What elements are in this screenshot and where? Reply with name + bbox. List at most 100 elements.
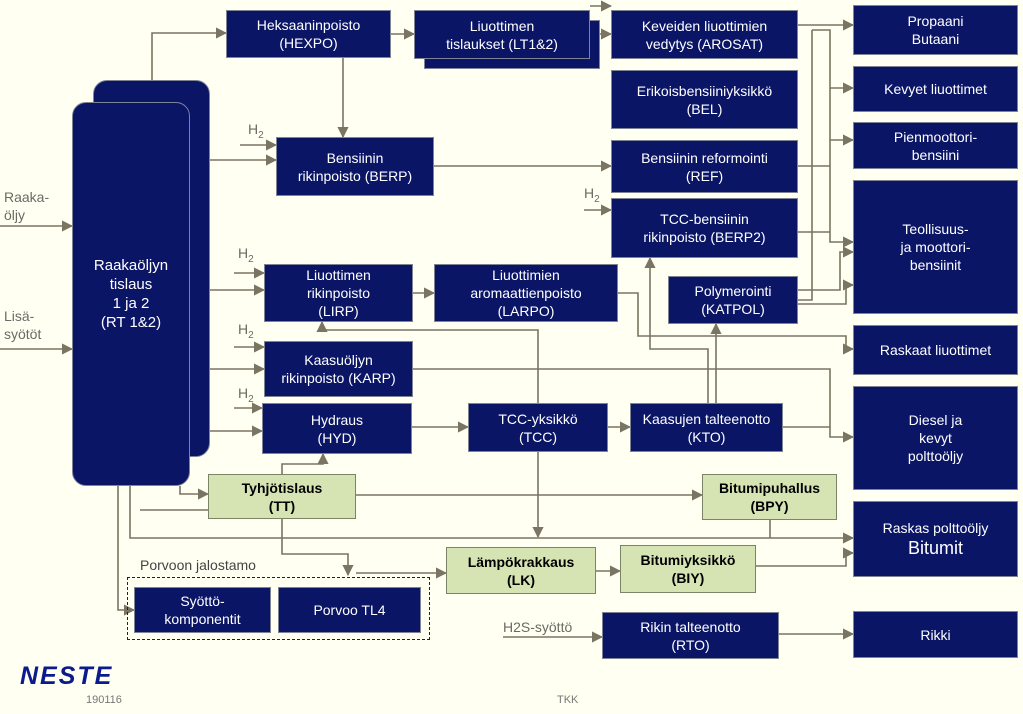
unit-line: (REF)	[685, 167, 724, 184]
unit-line: (LARPO)	[497, 303, 555, 319]
unit-lt[interactable]: Liuottimen tislaukset (LT1&2)	[414, 10, 590, 59]
unit-ref[interactable]: Bensiinin reformointi (REF)	[611, 140, 798, 193]
input-lisasyotot-line: Lisä-	[4, 308, 35, 324]
unit-line: tislaukset (LT1&2)	[446, 35, 558, 52]
h2-subscript: 2	[248, 329, 254, 341]
input-lisasyotot: Lisä- syötöt	[4, 307, 41, 343]
product-line: bensiini	[911, 146, 960, 163]
tower-line: Raakaöljyn	[93, 257, 169, 274]
h2-subscript: 2	[248, 253, 254, 265]
unit-tcc[interactable]: TCC-yksikkö (TCC)	[468, 403, 608, 452]
input-raakaoljy: Raaka- öljy	[4, 188, 49, 224]
unit-line: TCC-bensiinin	[660, 211, 749, 227]
unit-line: Tyhjötislaus	[241, 479, 323, 496]
tower-line: tislaus	[109, 276, 153, 293]
product-raskas[interactable]: Raskas polttoöljy Bitumit	[853, 501, 1018, 577]
unit-line: Rikin talteenotto	[640, 618, 741, 635]
unit-line: (TT)	[268, 497, 296, 514]
h2-text: H	[238, 385, 249, 401]
unit-tl4[interactable]: Porvoo TL4	[278, 587, 421, 633]
unit-rto[interactable]: Rikin talteenotto (RTO)	[602, 612, 779, 659]
h2s-label: H2S-syöttö	[503, 619, 573, 635]
h2-text: H	[248, 121, 259, 137]
product-teollisuus[interactable]: Teollisuus- ja moottori- bensiinit	[853, 180, 1018, 314]
h2-label-lirp: H2	[238, 245, 254, 265]
unit-line: (BEL)	[686, 100, 723, 117]
product-line: bensiinit	[909, 257, 962, 273]
unit-line: Bitumiyksikkö	[640, 552, 736, 568]
product-line: Teollisuus-	[902, 221, 969, 237]
unit-line: Lämpökrakkaus	[467, 553, 575, 570]
unit-lirp[interactable]: Liuottimen rikinpoisto (LIRP)	[264, 264, 413, 322]
unit-line: TCC-yksikkö	[498, 410, 578, 427]
product-line: Bitumit	[907, 538, 963, 558]
unit-bpy[interactable]: Bitumipuhallus (BPY)	[702, 474, 837, 520]
tower-line: 1 ja 2	[112, 295, 150, 312]
product-line: kevyt	[919, 430, 952, 446]
tower-crude-distillation[interactable]: Raakaöljyn tislaus 1 ja 2 (RT 1&2)	[72, 102, 190, 486]
product-line: polttoöljy	[907, 448, 964, 464]
input-raakaoljy-line: öljy	[4, 207, 26, 223]
product-line: Propaani	[907, 13, 964, 29]
unit-line: Bensiinin	[326, 149, 384, 166]
unit-line: Liuottimen	[469, 17, 535, 34]
unit-larpo[interactable]: Liuottimien aromaattienpoisto (LARPO)	[434, 264, 618, 322]
unit-line: Syöttö-	[180, 593, 225, 609]
unit-line: Heksaaninpoisto	[256, 17, 361, 33]
unit-biy[interactable]: Bitumiyksikkö (BIY)	[620, 545, 756, 593]
unit-hexpo[interactable]: Heksaaninpoisto (HEXPO)	[226, 10, 391, 58]
unit-line: (KTO)	[687, 428, 726, 445]
product-raskaat[interactable]: Raskaat liuottimet	[853, 325, 1018, 375]
porvoon-jalostamo-label: Porvoon jalostamo	[140, 557, 256, 573]
unit-line: Liuottimien	[492, 267, 560, 283]
unit-lk[interactable]: Lämpökrakkaus (LK)	[446, 547, 596, 594]
unit-line: (KATPOL)	[701, 301, 765, 317]
h2-text: H	[584, 185, 595, 201]
unit-bel[interactable]: Erikoisbensiiniyksikkö (BEL)	[611, 70, 798, 129]
porvoon-jalostamo-group	[127, 577, 430, 640]
unit-kto[interactable]: Kaasujen talteenotto (KTO)	[630, 403, 783, 452]
unit-line: Liuottimen	[306, 267, 371, 283]
product-propaani[interactable]: Propaani Butaani	[853, 5, 1018, 55]
unit-katpol[interactable]: Polymerointi (KATPOL)	[668, 276, 798, 324]
h2-label-karp: H2	[238, 321, 254, 341]
h2-label-berp: H2	[248, 121, 264, 141]
unit-tt[interactable]: Tyhjötislaus (TT)	[208, 474, 356, 519]
unit-line: rikinpoisto (BERP)	[297, 167, 413, 184]
product-line: Pienmoottori-	[893, 128, 978, 145]
unit-line: komponentit	[164, 611, 241, 627]
product-kevyet[interactable]: Kevyet liuottimet	[853, 66, 1018, 112]
unit-hyd[interactable]: Hydraus (HYD)	[262, 403, 412, 454]
neste-logo: NESTE	[20, 662, 114, 690]
unit-line: vedytys (AROSAT)	[645, 35, 764, 52]
product-line: Raskas polttoöljy	[882, 520, 989, 536]
unit-line: Keveiden liuottimien	[641, 17, 768, 34]
h2-subscript: 2	[258, 129, 264, 141]
slide-code: 190116	[86, 694, 122, 706]
product-line: Diesel ja	[908, 412, 963, 428]
unit-karp[interactable]: Kaasuöljyn rikinpoisto (KARP)	[264, 341, 413, 397]
h2-text: H	[238, 245, 249, 261]
unit-line: (BIY)	[671, 570, 705, 586]
unit-arosat[interactable]: Keveiden liuottimien vedytys (AROSAT)	[611, 10, 798, 59]
product-rikki[interactable]: Rikki	[853, 611, 1018, 658]
unit-line: Kaasujen talteenotto	[642, 410, 771, 427]
unit-line: Bitumipuhallus	[718, 480, 821, 496]
h2-label-hyd: H2	[238, 385, 254, 405]
unit-line: (BPY)	[750, 498, 789, 514]
unit-line: (HEXPO)	[279, 35, 338, 51]
unit-line: Bensiinin reformointi	[641, 149, 768, 166]
h2-subscript: 2	[248, 393, 254, 405]
unit-berp2[interactable]: TCC-bensiinin rikinpoisto (BERP2)	[611, 198, 798, 258]
unit-line: Hydraus	[310, 411, 364, 428]
unit-line: rikinpoisto (BERP2)	[643, 229, 766, 245]
product-pienmoottori[interactable]: Pienmoottori- bensiini	[853, 122, 1018, 169]
product-line: Raskaat liuottimet	[879, 342, 992, 358]
unit-syotto[interactable]: Syöttö- komponentit	[134, 587, 271, 633]
unit-line: (RTO)	[671, 636, 710, 653]
unit-line: rikinpoisto	[306, 285, 371, 301]
unit-line: (LK)	[507, 571, 535, 588]
unit-berp[interactable]: Bensiinin rikinpoisto (BERP)	[276, 137, 434, 196]
product-diesel[interactable]: Diesel ja kevyt polttoöljy	[853, 386, 1018, 490]
